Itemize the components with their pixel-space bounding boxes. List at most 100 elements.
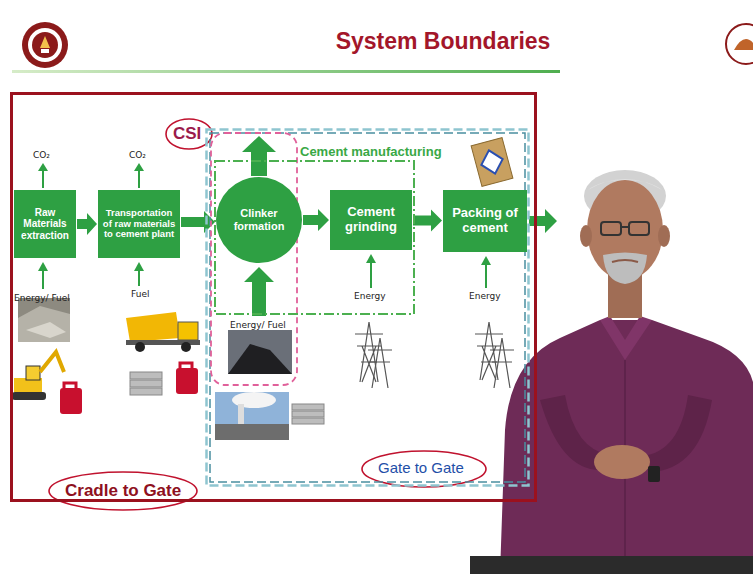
- lecturer-figure: [612, 260, 638, 262]
- boundary-line: [215, 161, 414, 314]
- energy-arrow: [366, 254, 376, 263]
- emission-arrow: [38, 163, 48, 171]
- pylon-icon: [355, 322, 514, 388]
- quarry-photo: [26, 322, 66, 338]
- nptel-logo: [726, 24, 753, 64]
- lecturer-figure: [601, 222, 621, 235]
- cement-bag-icon: [478, 148, 505, 177]
- pipes-icon: [292, 411, 324, 417]
- excavator-icon: [12, 392, 46, 400]
- cement-bag-icon: [471, 138, 513, 187]
- lecturer-figure: [642, 395, 712, 472]
- output-arrow: [529, 209, 557, 233]
- coal-photo: [228, 330, 292, 374]
- fuel-can-icon: [60, 363, 198, 414]
- quarry-photo: [18, 298, 70, 342]
- truck-icon: [135, 342, 145, 352]
- lecturer-figure: [603, 253, 647, 285]
- truck-icon: [178, 322, 198, 340]
- flow-arrow: [77, 213, 97, 235]
- lecturer-figure: [500, 320, 753, 574]
- process-label: Packing of cement: [447, 206, 523, 236]
- truck-icon: [126, 312, 180, 342]
- process-box: Transportation of raw materials to cemen…: [98, 190, 180, 258]
- pylon-icon: [355, 322, 383, 382]
- pylon-icon: [490, 338, 514, 388]
- annotation-circle: [166, 119, 212, 149]
- factory-photo: [215, 392, 289, 440]
- boundary-label: Gate to Gate: [378, 459, 464, 476]
- fuel-can-icon: [180, 363, 192, 368]
- factory-photo: [215, 424, 289, 440]
- process-label: Cement grinding: [334, 205, 408, 235]
- energy-arrow: [485, 264, 487, 288]
- energy-arrow: [370, 262, 372, 288]
- slide-title: System Boundaries: [243, 28, 643, 55]
- gate-to-gate-boundary: Gate to GateCSICement manufacturingClink…: [205, 128, 530, 487]
- institute-logo: [22, 22, 68, 68]
- annotation-label: Energy: [469, 291, 501, 301]
- fuel-can-icon: [64, 383, 76, 388]
- pipes-icon: [130, 388, 162, 395]
- process-label: Raw Materials extraction: [18, 207, 72, 242]
- boundary-label: CSI: [173, 124, 201, 144]
- pipes-icon: [292, 404, 324, 410]
- flow-arrow: [303, 209, 329, 231]
- energy-arrow: [42, 270, 44, 289]
- emission-block-arrow: [242, 136, 276, 176]
- process-box: Cement grinding: [330, 190, 412, 250]
- pipes-icon: [130, 380, 162, 387]
- quarry-photo: [18, 306, 70, 342]
- flow-arrow: [413, 210, 442, 232]
- boundary-line: [210, 133, 525, 482]
- pylon-icon: [368, 338, 392, 388]
- institute-logo: [28, 28, 62, 62]
- lecturer-figure: [594, 445, 650, 479]
- pylon-icon: [475, 322, 503, 380]
- process-label: Transportation of raw materials to cemen…: [102, 208, 176, 241]
- energy-arrow: [134, 262, 144, 271]
- annotation-label: Energy: [354, 291, 386, 301]
- emission-arrow: [134, 163, 144, 171]
- nptel-logo: [734, 39, 753, 50]
- lecturer-figure: [621, 226, 629, 228]
- emission-arrow: [42, 170, 44, 188]
- lecturer-figure: [648, 466, 660, 482]
- lecturer-figure: [580, 225, 592, 247]
- quarry-photo: [18, 298, 70, 342]
- boundary-label: Cradle to Gate: [65, 481, 181, 501]
- annotation-label: Energy/ Fuel: [230, 320, 286, 330]
- header-rule: [12, 70, 560, 73]
- institute-logo: [22, 22, 68, 68]
- lecturer-figure: [470, 556, 753, 574]
- pipes-icon: [292, 418, 324, 424]
- institute-logo: [40, 36, 50, 48]
- boundary-label: Cement manufacturing: [300, 144, 442, 159]
- annotation-label: CO₂: [33, 150, 50, 160]
- emission-arrow: [138, 170, 140, 188]
- excavator-icon: [40, 352, 64, 372]
- lecturer-figure: [658, 225, 670, 247]
- coal-photo: [228, 344, 292, 374]
- fuel-can-icon: [176, 368, 198, 394]
- annotation-label: Fuel: [131, 289, 149, 299]
- cement-bag-icon: [471, 138, 513, 187]
- process-circle-fill: [216, 177, 302, 263]
- truck-icon: [126, 312, 200, 352]
- cradle-to-gate-boundary: Cradle to Gate Raw Materials extraction Tr…: [10, 92, 537, 502]
- emission-arrow: [38, 163, 144, 188]
- lecturer-figure: [600, 316, 652, 360]
- energy-arrow: [481, 256, 491, 265]
- annotation-circle: [49, 119, 486, 510]
- fuel-input-arrow: [244, 267, 274, 316]
- manufacturing-boundary: Cement manufacturingClinker formationCem…: [214, 144, 440, 315]
- nptel-logo: [726, 24, 753, 64]
- excavator-icon: [26, 366, 40, 380]
- excavator-icon: [12, 352, 64, 400]
- annotation-label: Energy/ Fuel: [14, 293, 70, 303]
- process-box: Packing of cement: [443, 190, 527, 252]
- lecturer-figure: [588, 179, 662, 190]
- pipes-icon: [130, 372, 162, 379]
- truck-icon: [181, 342, 191, 352]
